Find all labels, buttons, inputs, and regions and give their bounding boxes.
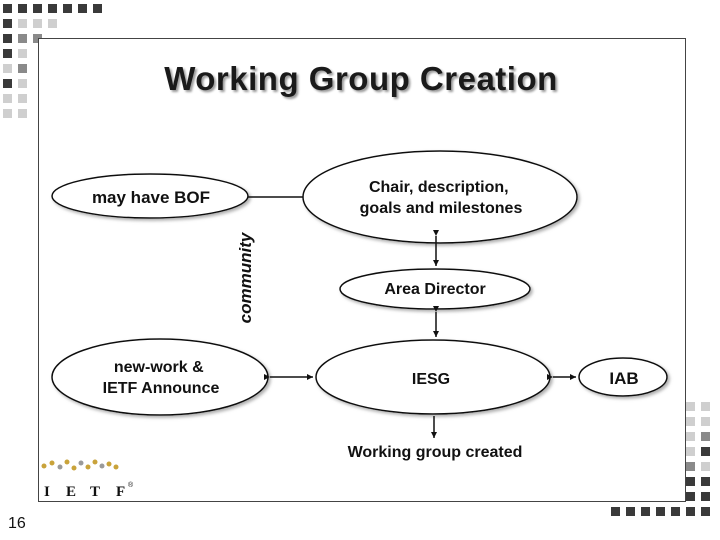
- chair-label: Chair, description, goals and milestones: [360, 179, 523, 217]
- decorative-square: [18, 109, 27, 118]
- decorative-square: [686, 432, 695, 441]
- decorative-square: [3, 64, 12, 73]
- decorative-square: [671, 507, 680, 516]
- logo-letter-t: T: [90, 484, 100, 500]
- new-work-label-line-2: IETF Announce: [103, 380, 220, 397]
- decorative-square: [18, 34, 27, 43]
- decorative-square: [701, 417, 710, 426]
- new-work-node: [51, 338, 269, 416]
- chair-node: [302, 150, 578, 244]
- community-label: community: [236, 231, 255, 323]
- decorative-square: [78, 4, 87, 13]
- decorative-square: [686, 477, 695, 486]
- result-label: Working group created: [348, 444, 523, 461]
- decorative-square: [701, 462, 710, 471]
- logo-letter-e: E: [66, 484, 76, 500]
- new-work-label-line-1: new-work &: [114, 359, 204, 376]
- decorative-square: [686, 492, 695, 501]
- decorative-square: [3, 19, 12, 28]
- slide-number: 16: [8, 515, 26, 532]
- decorative-square: [18, 4, 27, 13]
- decorative-square: [3, 34, 12, 43]
- decorative-square: [701, 492, 710, 501]
- logo-dots: [41, 459, 119, 471]
- decorative-square: [18, 79, 27, 88]
- area-director-label: Area Director: [384, 281, 485, 298]
- slide-title: Working Group Creation: [164, 60, 558, 97]
- iab-label: IAB: [609, 369, 638, 388]
- decorative-square: [33, 34, 42, 43]
- decorative-square: [18, 19, 27, 28]
- decorative-square: [686, 402, 695, 411]
- decorative-square: [611, 507, 620, 516]
- chair-label-line-1: Chair, description,: [369, 179, 509, 196]
- decorative-square: [701, 507, 710, 516]
- decorative-square: [686, 462, 695, 471]
- new-work-label: new-work & IETF Announce: [103, 359, 220, 397]
- decorative-square: [3, 79, 12, 88]
- decorative-square: [93, 4, 102, 13]
- bof-label: may have BOF: [92, 188, 210, 207]
- iab-node: [578, 357, 668, 397]
- decorative-square: [18, 64, 27, 73]
- decorative-square: [701, 447, 710, 456]
- decorative-square: [701, 477, 710, 486]
- decorative-square: [3, 94, 12, 103]
- ietf-logo: I E T F ®: [41, 459, 134, 500]
- decorative-square: [18, 94, 27, 103]
- chair-label-line-2: goals and milestones: [360, 200, 523, 217]
- decorative-square: [626, 507, 635, 516]
- decorative-square: [701, 402, 710, 411]
- decorative-square: [48, 19, 57, 28]
- decorative-square: [63, 4, 72, 13]
- decorative-square: [18, 49, 27, 58]
- slide-frame: [38, 38, 686, 502]
- decorative-square: [3, 109, 12, 118]
- decorative-square: [3, 4, 12, 13]
- decorative-square: [641, 507, 650, 516]
- decorative-square: [656, 507, 665, 516]
- decorative-square: [686, 447, 695, 456]
- decorative-square: [701, 432, 710, 441]
- logo-letter-i: I: [44, 484, 50, 500]
- logo-letter-f: F: [116, 484, 125, 500]
- bof-node: [51, 173, 249, 219]
- decorative-square: [686, 417, 695, 426]
- decorative-square: [3, 49, 12, 58]
- decorative-square: [686, 507, 695, 516]
- decorative-square: [33, 4, 42, 13]
- decorative-square: [48, 4, 57, 13]
- iesg-label: IESG: [412, 371, 450, 388]
- logo-registered-mark: ®: [128, 481, 134, 489]
- decorative-square: [33, 19, 42, 28]
